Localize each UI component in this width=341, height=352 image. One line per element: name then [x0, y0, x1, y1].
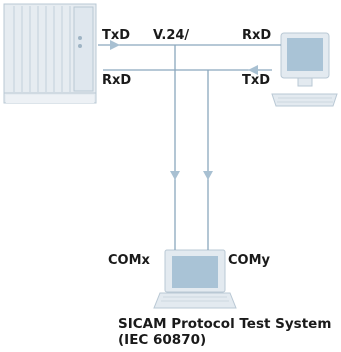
rxd-arrow-head: [248, 65, 258, 75]
desktop-computer: [271, 32, 338, 107]
txd-label-left: TxD: [102, 28, 130, 43]
com-y-arrow-head: [203, 171, 213, 180]
rxd-label-left: RxD: [102, 73, 131, 88]
rack-device: [3, 3, 97, 104]
interface-label: V.24/: [153, 28, 189, 43]
caption-line-1: SICAM Protocol Test System: [118, 316, 332, 332]
com-y-label: COMy: [228, 253, 271, 268]
laptop-computer: [153, 249, 237, 309]
caption-line-2: (IEC 60870): [118, 332, 207, 348]
rxd-label-right: RxD: [242, 28, 271, 43]
txd-arrow-head: [110, 40, 120, 50]
system-caption: SICAM Protocol Test System (IEC 60870): [118, 316, 341, 348]
arrows: [110, 40, 258, 180]
com-x-label: COMx: [108, 253, 151, 268]
com-x-arrow-head: [170, 171, 180, 180]
signal-lines: [98, 44, 281, 250]
txd-label-right: TxD: [242, 73, 270, 88]
